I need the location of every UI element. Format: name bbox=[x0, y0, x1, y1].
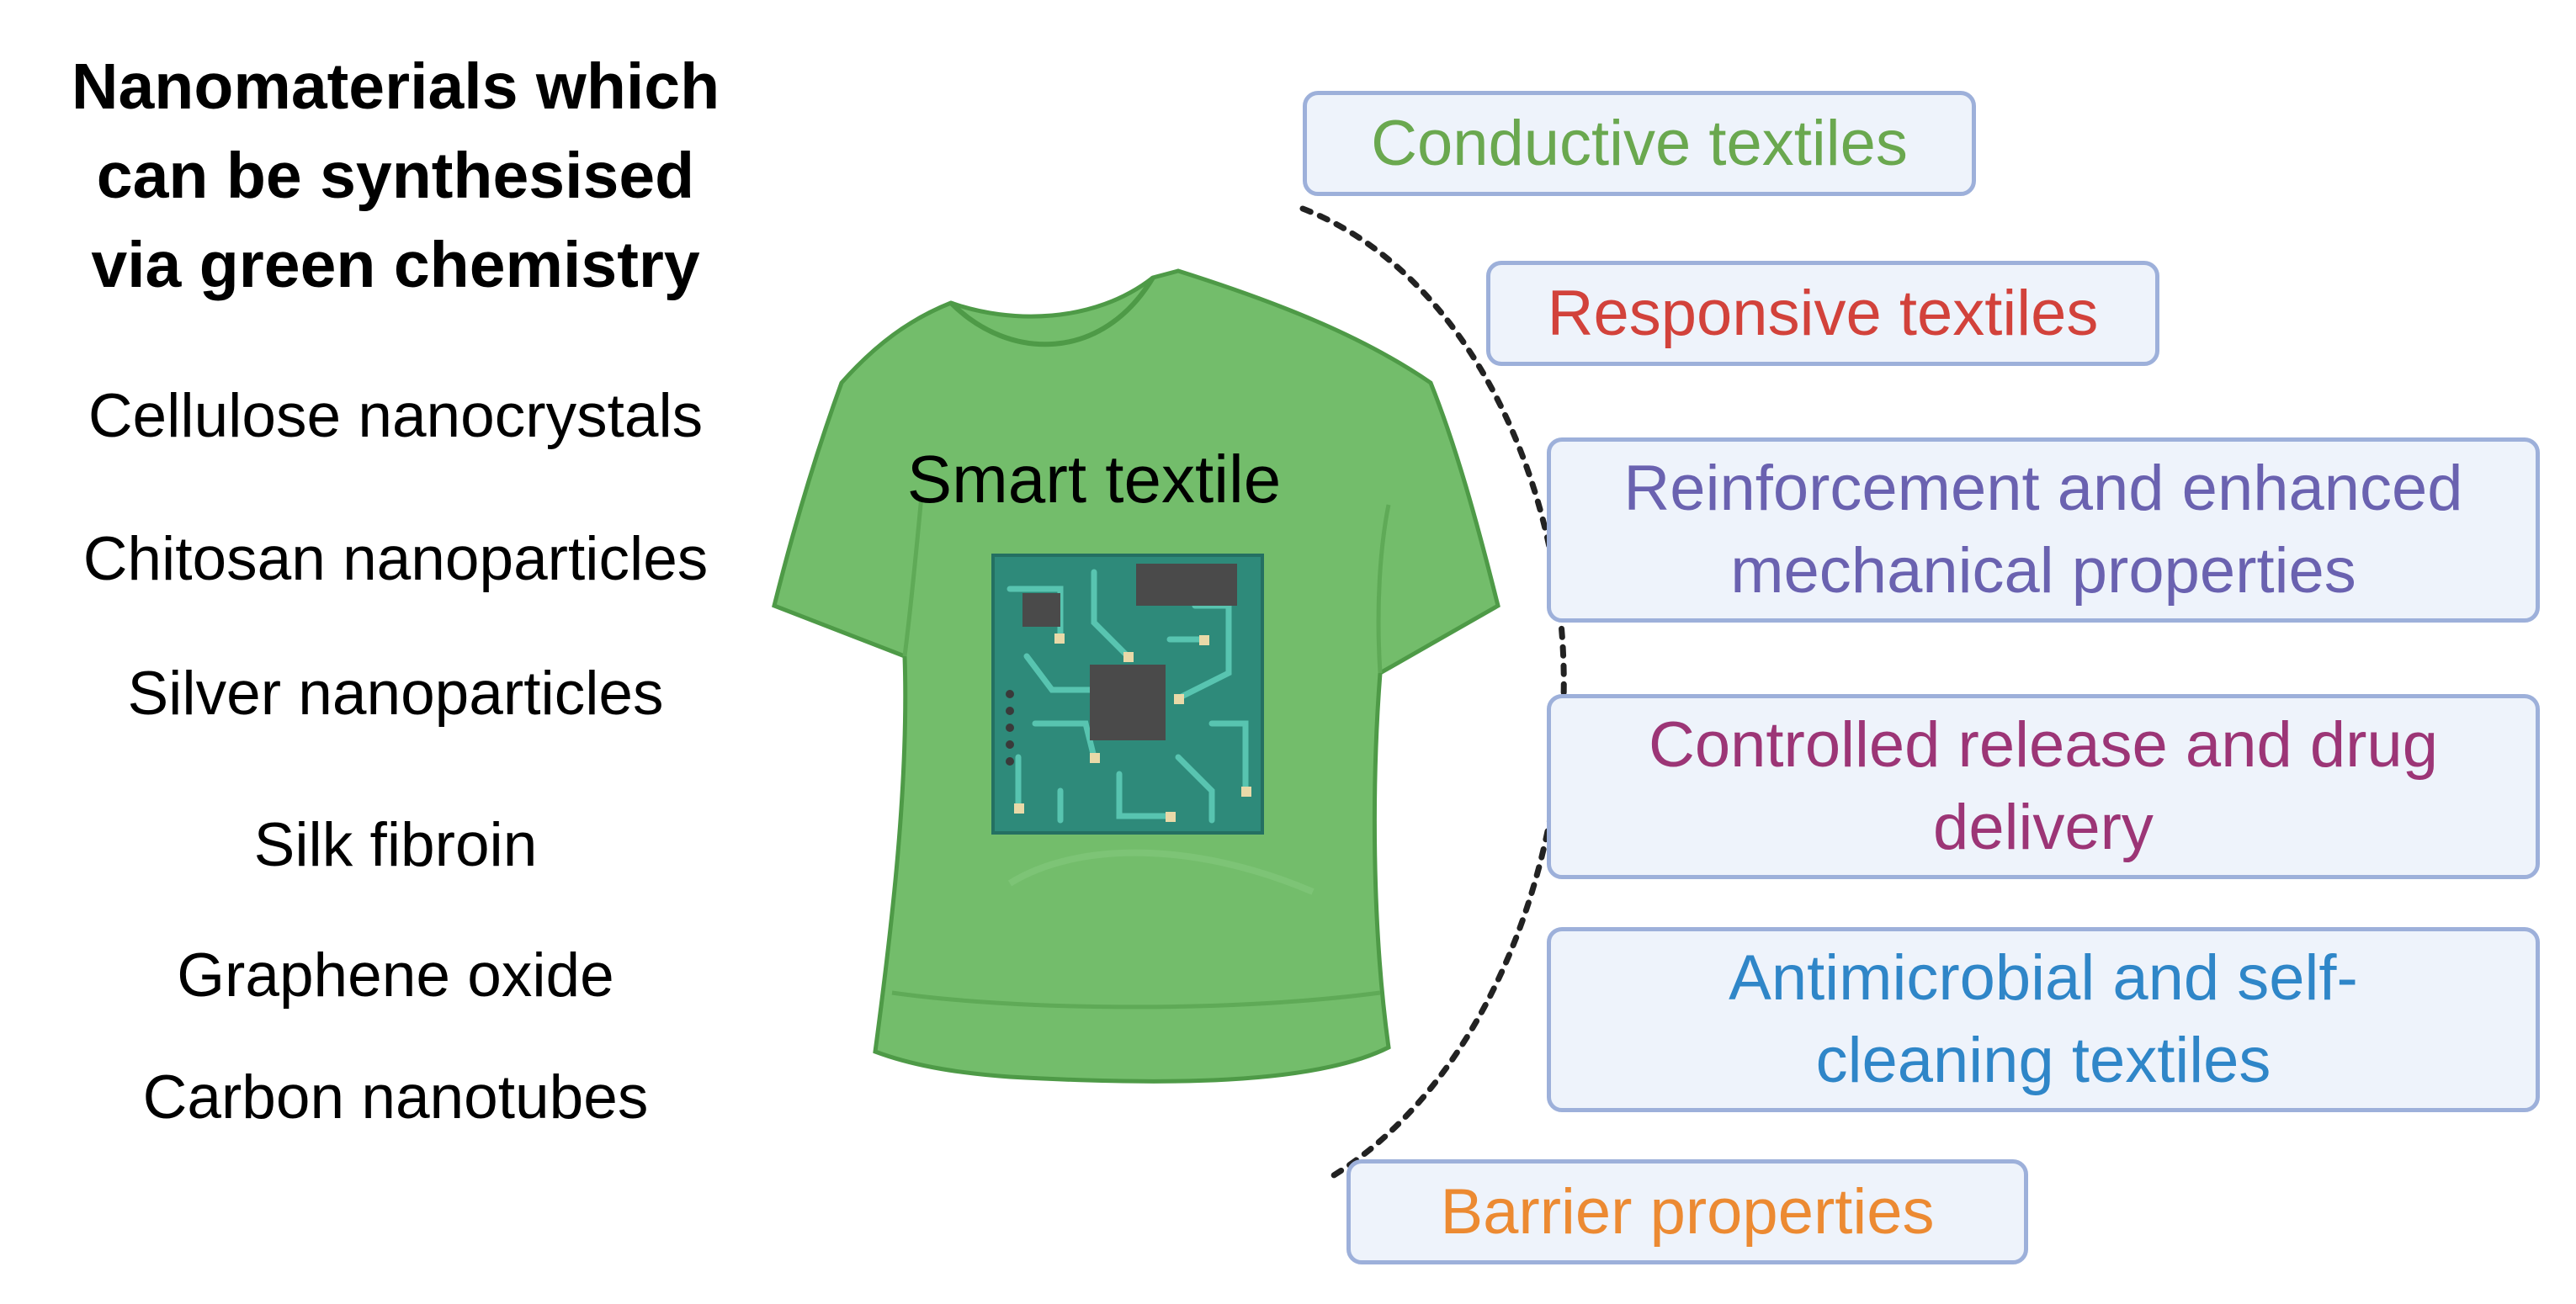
material-item: Carbon nanotubes bbox=[142, 1063, 649, 1132]
application-text: Controlled release and drug bbox=[1649, 709, 2438, 781]
materials-heading: Nanomaterials which can be synthesised v… bbox=[25, 42, 766, 310]
application-text: Conductive textiles bbox=[1371, 107, 1908, 179]
application-box-responsive: Responsive textiles bbox=[1486, 261, 2159, 366]
application-text: cleaning textiles bbox=[1815, 1025, 2271, 1096]
heading-line: via green chemistry bbox=[91, 229, 700, 301]
application-text: delivery bbox=[1933, 792, 2154, 863]
application-box-barrier: Barrier properties bbox=[1346, 1159, 2028, 1264]
chip-icon bbox=[1022, 593, 1060, 627]
application-text: mechanical properties bbox=[1730, 535, 2356, 607]
application-text: Antimicrobial and self- bbox=[1729, 942, 2358, 1014]
circuit-board-icon bbox=[991, 554, 1264, 835]
application-text: Reinforcement and enhanced bbox=[1623, 453, 2463, 524]
material-item: Silver nanoparticles bbox=[127, 660, 664, 728]
chip-icon bbox=[1090, 665, 1166, 740]
heading-line: can be synthesised bbox=[96, 140, 695, 212]
material-item: Chitosan nanoparticles bbox=[82, 525, 709, 593]
heading-line: Nanomaterials which bbox=[71, 50, 720, 123]
application-box-controlled-release: Controlled release and drug delivery bbox=[1547, 694, 2540, 879]
material-item: Graphene oxide bbox=[177, 941, 614, 1010]
application-text: Barrier properties bbox=[1440, 1175, 1935, 1248]
material-item: Silk fibroin bbox=[253, 811, 538, 879]
chip-icon bbox=[1136, 564, 1237, 606]
application-box-antimicrobial: Antimicrobial and self- cleaning textile… bbox=[1547, 927, 2540, 1112]
smart-textile-label: Smart textile bbox=[906, 442, 1282, 517]
application-box-conductive: Conductive textiles bbox=[1303, 91, 1976, 196]
application-box-reinforcement: Reinforcement and enhanced mechanical pr… bbox=[1547, 437, 2540, 623]
material-item: Cellulose nanocrystals bbox=[88, 382, 704, 450]
application-text: Responsive textiles bbox=[1547, 277, 2099, 349]
